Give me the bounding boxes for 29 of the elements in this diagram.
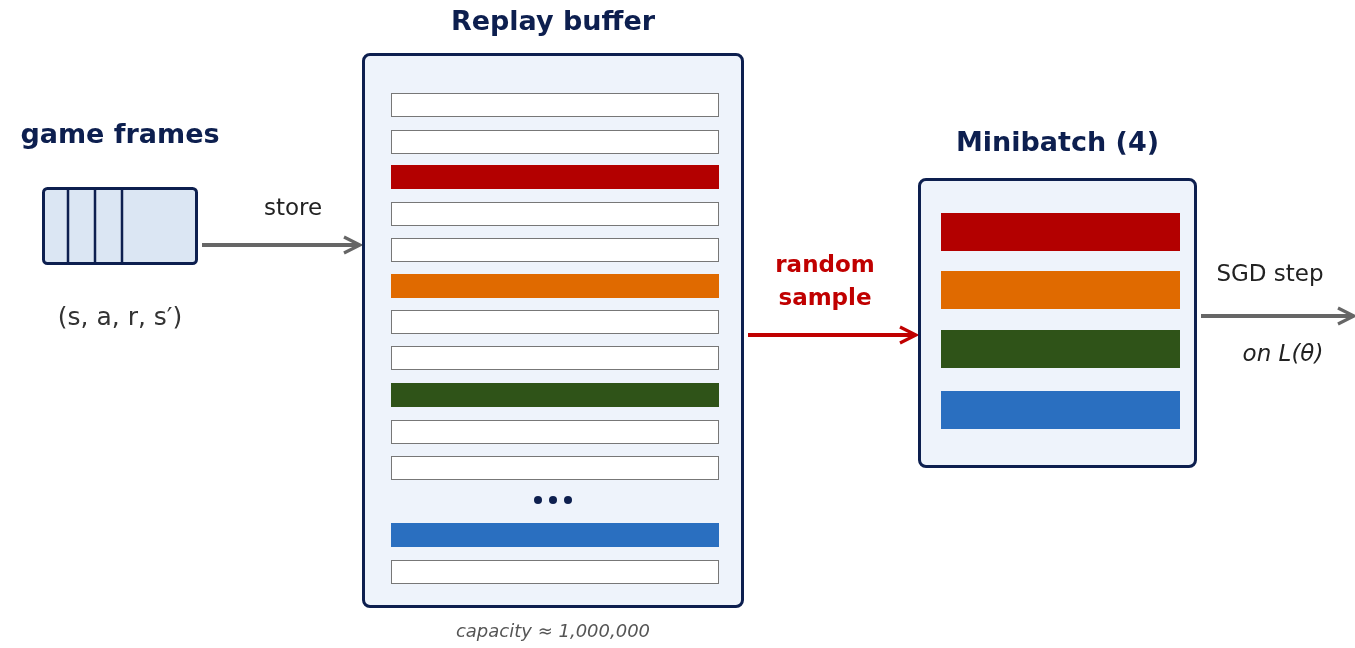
box-title: Replay buffer [450,5,656,36]
edge-label: store [262,194,324,220]
box-title: Minibatch (4) [955,126,1160,157]
buffer-row [391,310,719,334]
node-label: (s, a, r, s′) [57,302,183,331]
buffer-row [941,213,1180,251]
arrow [202,235,362,255]
buffer-row [391,165,719,189]
buffer-row [391,130,719,154]
buffer-row [391,560,719,584]
node-label: capacity ≈ 1,000,000 [455,620,651,641]
buffer-row [391,93,719,117]
arrow [1201,306,1355,326]
buffer-row [391,346,719,370]
buffer-row [391,420,719,444]
arrow [748,325,918,345]
buffer-row [391,383,719,407]
edge-label: random sample [774,250,876,312]
label: on L(θ) [1242,340,1324,366]
buffer-row [941,271,1180,309]
buffer-row [391,274,719,298]
buffer-row [941,330,1180,368]
buffer-row [941,391,1180,429]
box-title: game frames [20,118,220,149]
buffer-row [391,202,719,226]
buffer-row [391,238,719,262]
buffer-row [391,523,719,547]
buffer-row [391,456,719,480]
edge-label: SGD step [1215,260,1325,286]
